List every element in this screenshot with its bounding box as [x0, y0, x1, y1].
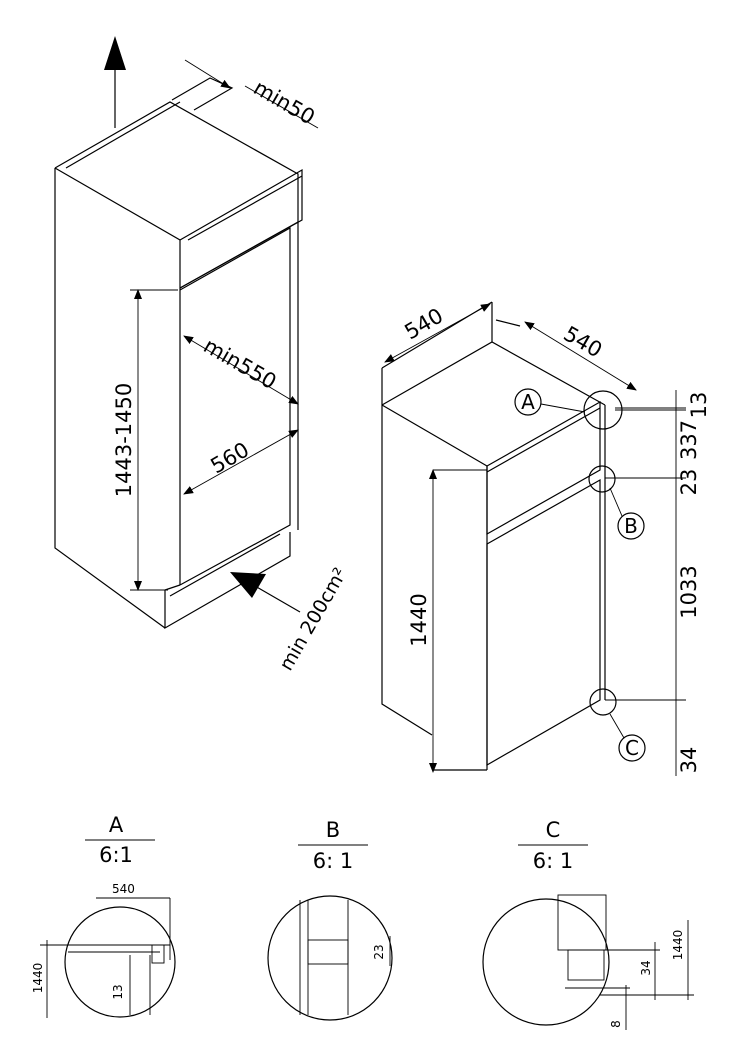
- appliance-isometric-view: [381, 301, 686, 776]
- label-337: 337: [677, 420, 701, 460]
- detail-a-1440: 1440: [31, 963, 45, 994]
- detail-b-23: 23: [372, 944, 386, 959]
- detail-c-letter: C: [546, 818, 561, 842]
- detail-b-letter: B: [326, 818, 340, 842]
- detail-a: [40, 839, 176, 1018]
- callout-a: A: [521, 390, 535, 414]
- detail-c-1440: 1440: [671, 930, 685, 961]
- callout-c: C: [625, 736, 639, 760]
- label-13: 13: [687, 392, 711, 419]
- detail-b-scale: 6: 1: [313, 849, 353, 873]
- label-depth-540: 540: [560, 322, 607, 363]
- detail-c-8: 8: [609, 1020, 623, 1028]
- label-min50: min50: [250, 76, 319, 130]
- detail-c: [482, 844, 694, 1030]
- detail-c-34: 34: [639, 960, 653, 975]
- label-1033: 1033: [677, 565, 701, 618]
- label-niche-height: 1443-1450: [112, 383, 136, 497]
- up-arrow-icon: [104, 36, 126, 128]
- label-min200cm2: min 200cm²: [275, 564, 351, 674]
- label-min550: min550: [200, 334, 281, 395]
- detail-a-13: 13: [111, 984, 125, 999]
- detail-b: [267, 844, 393, 1021]
- detail-a-scale: 6:1: [99, 843, 133, 867]
- detail-a-letter: A: [109, 813, 124, 837]
- label-width-540: 540: [401, 303, 448, 344]
- detail-c-scale: 6: 1: [533, 849, 573, 873]
- detail-a-540: 540: [112, 882, 135, 896]
- label-560: 560: [207, 437, 254, 478]
- niche-isometric-view: [54, 36, 319, 630]
- label-height-1440: 1440: [407, 593, 431, 646]
- label-23: 23: [677, 469, 701, 496]
- callout-b: B: [624, 514, 638, 538]
- label-34: 34: [677, 747, 701, 774]
- vent-arrow-icon: [230, 572, 266, 598]
